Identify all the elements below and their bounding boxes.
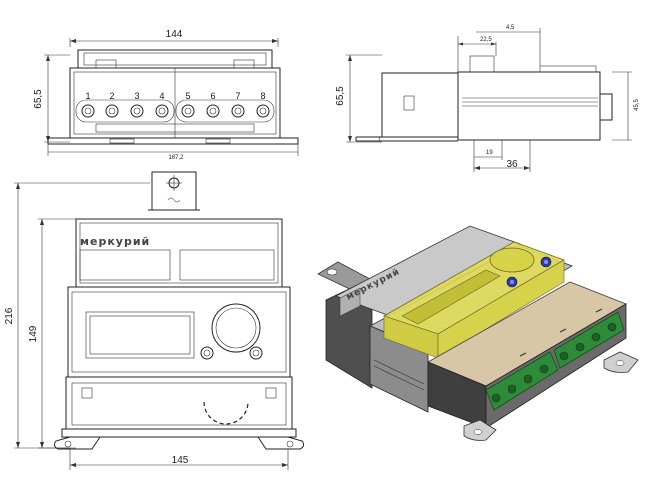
dim-side-top-small: 4,5 (506, 25, 515, 31)
dim-main-width: 145 (172, 455, 189, 466)
terminal-number: 5 (185, 91, 190, 101)
terminal-number: 3 (134, 91, 139, 101)
dim-side-bottom-small: 19 (486, 150, 493, 156)
lcd-window-outline (85, 311, 195, 359)
terminal-number: 6 (210, 91, 215, 101)
dim-side-top: 22,5 (480, 37, 492, 43)
terminal-number: 1 (85, 91, 90, 101)
button-blue-icon (506, 276, 518, 288)
button-blue-icon (540, 256, 552, 268)
brand-logo: меркурий (80, 235, 150, 248)
terminal-numbers: 1 2 3 4 5 6 7 8 (85, 91, 265, 101)
side-view: 65,5 1 4,5 22,5 45,5 (335, 25, 640, 172)
main-front-view: 216 149 меркурий (4, 171, 305, 470)
terminal-row-iso (485, 311, 625, 411)
dim-front-width: 144 (166, 29, 183, 40)
dim-front-height: 65,5 (33, 89, 44, 109)
dim-side-inner-height: 45,5 (634, 99, 640, 111)
dim-main-total-height: 216 (4, 307, 15, 324)
dim-front-base: 167,2 (168, 155, 184, 161)
isometric-view: меркурий (317, 225, 639, 441)
button-left-icon (200, 346, 214, 360)
dim-side-height: 65,5 (335, 86, 346, 106)
button-right-icon (249, 346, 263, 360)
terminal-number: 8 (260, 91, 265, 101)
dim-main-body-height: 149 (28, 325, 39, 342)
optical-port-outline (211, 303, 261, 353)
front-view: 144 65,5 1 2 3 (33, 29, 299, 161)
tiny-mark: 1 (378, 137, 382, 143)
dim-side-bottom: 36 (506, 159, 518, 170)
terminal-number: 7 (235, 91, 240, 101)
terminal-number: 2 (109, 91, 114, 101)
terminal-number: 4 (159, 91, 164, 101)
terminal-row-front (75, 99, 275, 123)
